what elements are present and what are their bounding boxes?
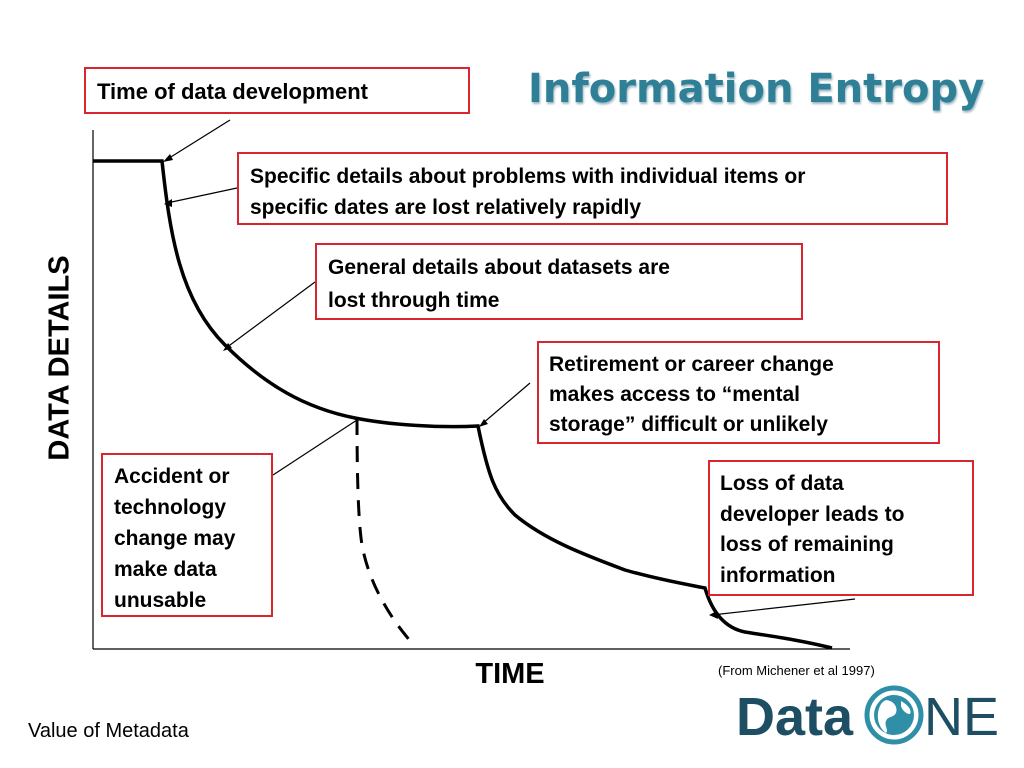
- dataone-logo: Data NE: [736, 685, 999, 747]
- callout-text: developer leads to: [720, 502, 905, 526]
- logo-text-data: Data: [736, 687, 854, 747]
- callout-specific-details: Specific details about problems with ind…: [237, 152, 948, 225]
- pointer-accident: [272, 419, 358, 476]
- arrowhead-specific: [164, 199, 172, 207]
- footer-text: Value of Metadata: [28, 720, 189, 742]
- arrowhead-loss: [709, 611, 718, 619]
- x-axis-label: TIME: [475, 658, 545, 690]
- callout-text: makes access to “mental: [549, 383, 800, 406]
- callout-text: lost through time: [328, 289, 500, 312]
- pointer-retirement: [481, 382, 531, 425]
- citation: (From Michener et al 1997): [718, 663, 875, 678]
- callout-text: unusable: [114, 589, 207, 612]
- callout-text: technology: [114, 496, 227, 519]
- accident-dashed-curve: [355, 418, 414, 644]
- logo-text-ne: NE: [924, 687, 999, 747]
- callout-text: storage” difficult or unlikely: [549, 413, 828, 436]
- callout-general-details: General details about datasets are lost …: [315, 243, 803, 320]
- globe-icon: [864, 685, 924, 745]
- callout-accident: Accident or technology change may make d…: [101, 453, 273, 617]
- pointer-general: [225, 281, 316, 349]
- callout-text: loss of remaining: [720, 533, 894, 556]
- arrowhead-retirement: [479, 419, 488, 427]
- pointer-loss: [711, 598, 856, 616]
- callout-text: make data: [114, 558, 217, 581]
- callout-text: Specific details about problems with ind…: [250, 165, 806, 188]
- callout-text: General details about datasets are: [328, 256, 670, 279]
- pointer-specific: [166, 187, 238, 204]
- slide-title: Information Entropy: [528, 66, 985, 112]
- callout-text: Retirement or career change: [549, 353, 834, 376]
- arrowhead-development: [163, 154, 173, 162]
- callout-loss-of-developer: Loss of data developer leads to loss of …: [708, 460, 974, 596]
- callout-text: specific dates are lost relatively rapid…: [250, 196, 642, 219]
- callout-text: Accident or: [114, 465, 230, 488]
- pointer-development: [165, 119, 231, 161]
- callout-time-of-development: Time of data development: [84, 67, 470, 114]
- callout-text: Time of data development: [97, 79, 368, 104]
- arrowhead-general: [223, 343, 232, 351]
- callout-text: Loss of data: [720, 472, 844, 495]
- callout-text: information: [720, 563, 836, 587]
- callout-text: change may: [114, 527, 236, 550]
- y-axis-label-text: DATA DETAILS: [43, 255, 76, 461]
- callout-retirement: Retirement or career change makes access…: [537, 341, 940, 444]
